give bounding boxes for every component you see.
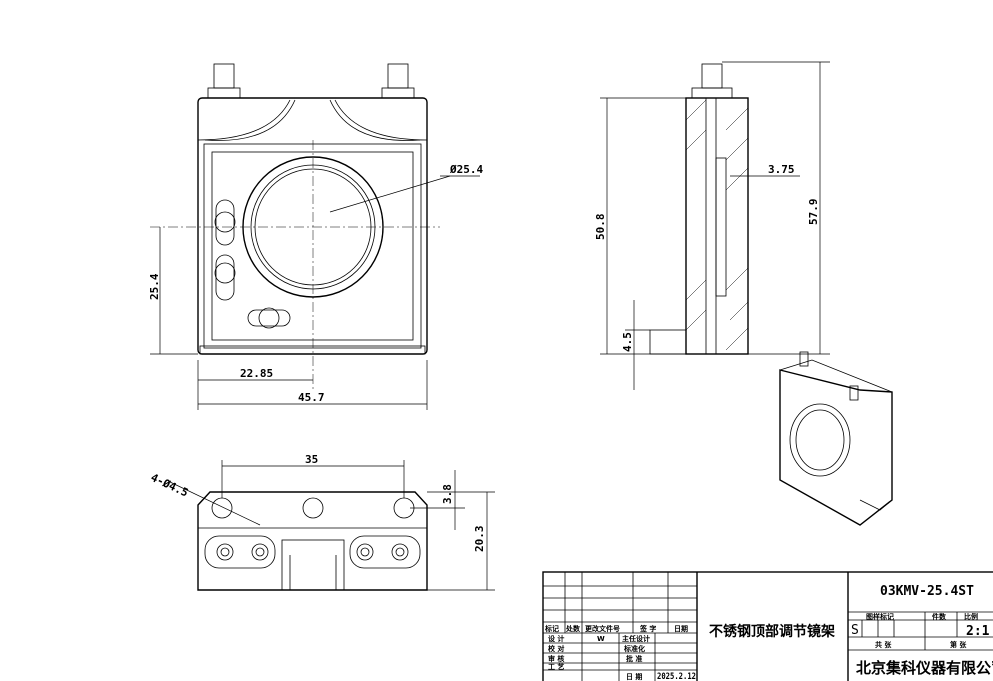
stage-label: 图样标记 — [866, 612, 894, 621]
header-doc: 更改文件号 — [585, 624, 620, 633]
header-count: 处数 — [565, 624, 581, 633]
dim-depth: 3.75 — [768, 163, 795, 176]
row-label: 审 核 — [548, 654, 564, 663]
dim-base: 4.5 — [621, 332, 634, 352]
sheet-label: 第 张 — [950, 640, 967, 649]
row-label: 设 计 — [548, 634, 564, 643]
header-mark: 标记 — [544, 624, 559, 633]
row-label2: 日 期 — [626, 672, 642, 681]
row-value: W — [597, 635, 605, 643]
scale-value: 2:1 — [966, 624, 990, 639]
date-value: 2025.2.12 — [657, 672, 696, 681]
part-name: 不锈钢顶部调节镜架 — [709, 623, 835, 640]
front-view: Ø25.4 25.4 22.85 45.7 — [148, 63, 483, 410]
stage-value: S — [851, 623, 859, 638]
company-name: 北京集科仪器有限公司 — [856, 659, 993, 677]
dim-width: 45.7 — [298, 391, 325, 404]
row-label: 校 对 — [548, 644, 564, 653]
dim-diameter: Ø25.4 — [449, 163, 483, 176]
part-number: 03KMV-25.4ST — [880, 584, 974, 599]
dim-total-height: 57.9 — [807, 199, 820, 226]
dim-height: 25.4 — [148, 273, 161, 300]
dim-half-width: 22.85 — [240, 367, 273, 380]
dim-hole-spacing: 35 — [305, 453, 318, 466]
dim-offset: 3.8 — [441, 484, 454, 504]
quantity-label: 件数 — [932, 612, 947, 621]
dim-holes: 4-Ø4.5 — [149, 471, 191, 500]
row-label2: 主任设计 — [622, 634, 650, 643]
isometric-view — [779, 351, 893, 526]
dim-side-height: 50.8 — [594, 214, 607, 241]
dim-depth-top: 20.3 — [473, 526, 486, 553]
row-label2: 批 准 — [626, 654, 642, 663]
header-sign: 签 字 — [639, 624, 656, 633]
side-view: 50.8 57.9 3.75 4.5 — [594, 61, 830, 390]
total-sheets-label: 共 张 — [875, 640, 892, 649]
row-label2: 标准化 — [623, 644, 645, 653]
title-block: 标记 处数 更改文件号 签 字 日期 设 计 W 主任设计 校 对 标准化 审 … — [542, 571, 993, 681]
top-view: 35 4-Ø4.5 3.8 20.3 — [149, 453, 495, 591]
row-label: 工 艺 — [548, 662, 564, 671]
header-date: 日期 — [674, 624, 688, 633]
scale-label: 比例 — [964, 612, 978, 621]
